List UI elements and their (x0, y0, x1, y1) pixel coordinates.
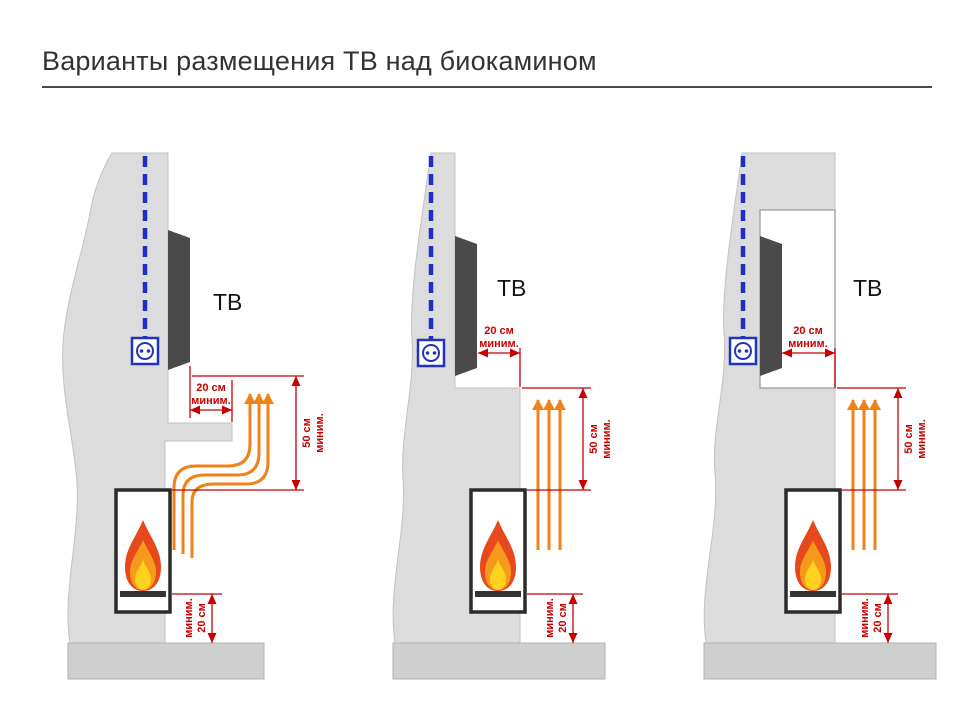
heat-arrow (190, 393, 274, 558)
heat-arrow (172, 393, 256, 550)
tv (760, 236, 782, 376)
floor (392, 642, 606, 680)
heat-arrow (181, 393, 265, 554)
floor (67, 642, 265, 680)
floor (703, 642, 937, 680)
floor-value: 20 см (872, 603, 884, 633)
tv-label: ТВ (213, 289, 242, 315)
tv-label: ТВ (853, 275, 882, 301)
fireplace (114, 488, 172, 614)
overhang-qualifier: миним. (191, 395, 231, 407)
floor-value: 20 см (196, 603, 208, 633)
clearance-qualifier: миним. (314, 413, 326, 453)
clearance-qualifier: миним. (916, 419, 928, 459)
variant-2-diagram: ТВ 20 см миним. 50 см миним. 20 см миним… (392, 152, 613, 680)
floor-qualifier: миним. (859, 598, 871, 638)
floor-qualifier: миним. (183, 598, 195, 638)
floor-qualifier: миним. (544, 598, 556, 638)
overhang-value: 20 см (196, 382, 226, 394)
tv-label: ТВ (497, 275, 526, 301)
clearance-value: 50 см (588, 424, 600, 454)
overhang-qualifier: миним. (788, 338, 828, 350)
overhang-value: 20 см (484, 325, 514, 337)
fireplace (784, 488, 842, 614)
tv (455, 236, 477, 376)
clearance-value: 50 см (903, 424, 915, 454)
power-outlet (728, 336, 758, 366)
tv (168, 230, 190, 370)
variant-3-diagram: ТВ 20 см миним. 50 см миним. 20 см миним… (703, 152, 937, 680)
clearance-qualifier: миним. (601, 419, 613, 459)
power-outlet (416, 338, 446, 368)
clearance-value: 50 см (301, 418, 313, 448)
overhang-value: 20 см (793, 325, 823, 337)
power-outlet (130, 336, 160, 366)
wall (62, 152, 233, 644)
floor-value: 20 см (557, 603, 569, 633)
fireplace (469, 488, 527, 614)
page-title: Варианты размещения ТВ над биокамином (42, 46, 932, 88)
variant-1-diagram: ТВ 20 см миним. 50 см миним. 20 см миним… (62, 152, 326, 680)
overhang-qualifier: миним. (479, 338, 519, 350)
